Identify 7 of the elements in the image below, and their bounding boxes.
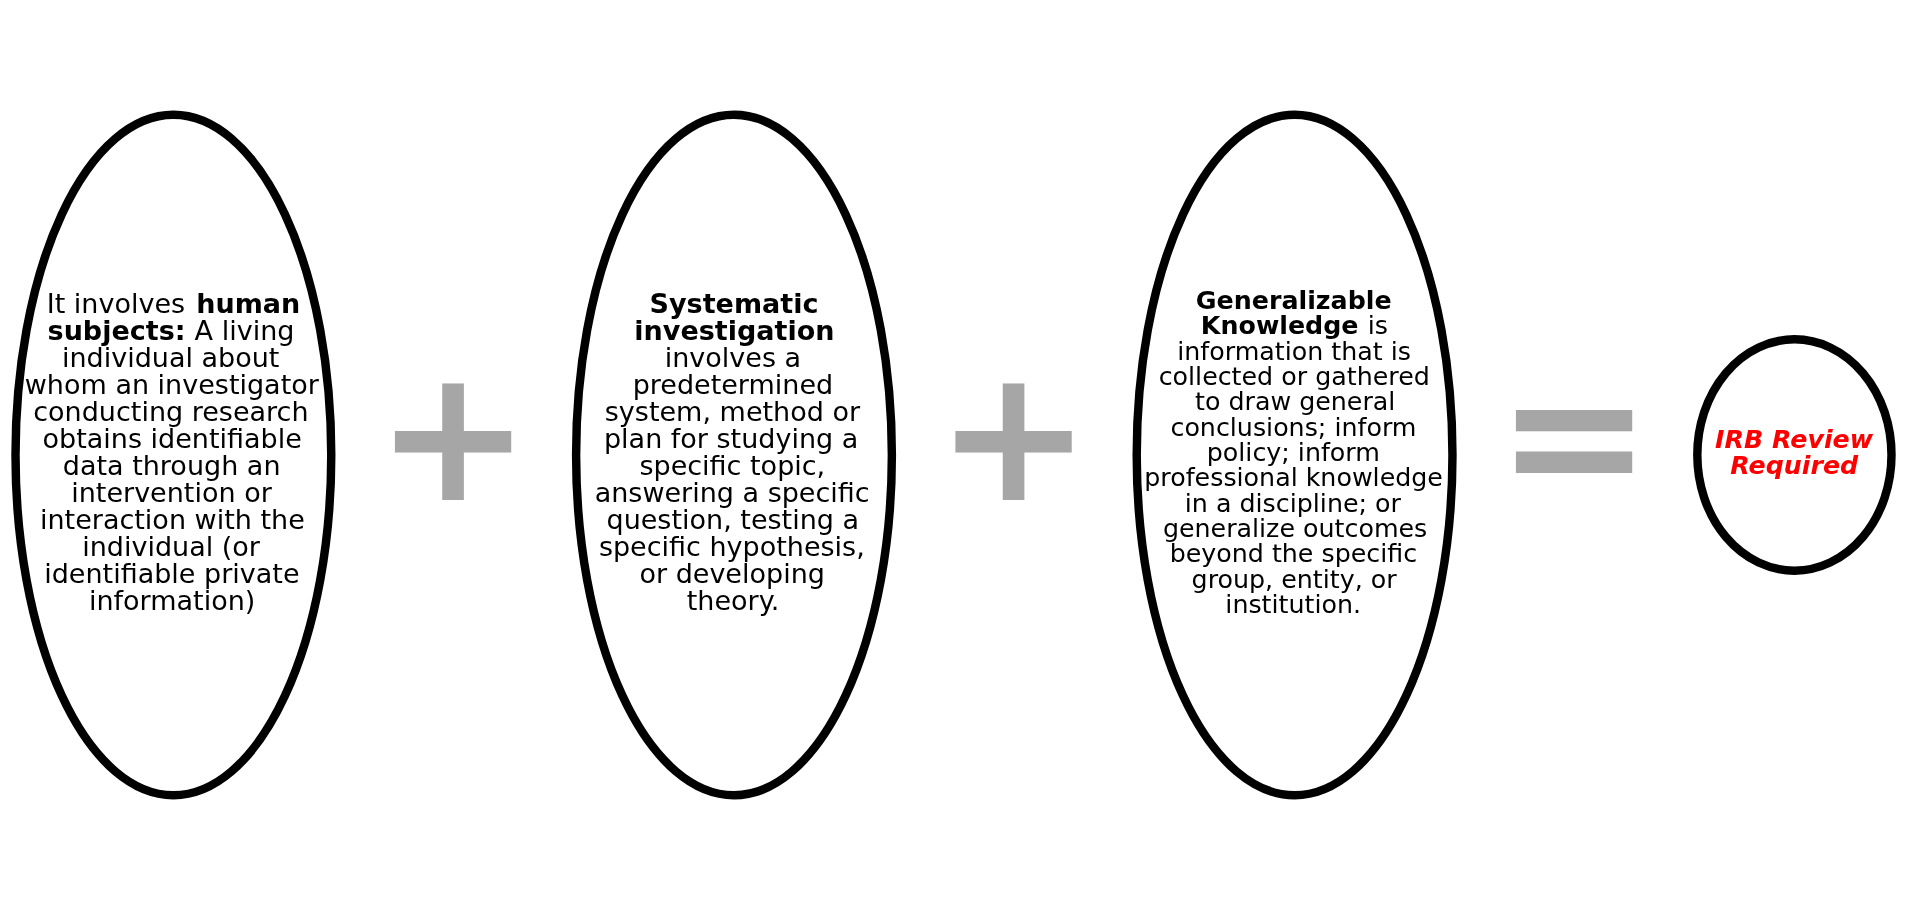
node-ellipse: It involves human subjects: A living individual about whom an investigator conducting research obtains identifiable data through an intervention or interaction with the individual (or identifiable private information): [11, 110, 336, 799]
node-ellipse: Systematic investigation involves a predetermined system, method or plan for studying a specific topic, answering a specific question, testing a specific hypothesis, or developing theory.: [571, 110, 897, 799]
label: +: [935, 327, 1092, 544]
label: =: [1496, 327, 1653, 544]
node-ellipse: IRB Review Required: [1693, 334, 1896, 575]
node-ellipse: Generalizable Knowledge is information that is collected or gathered to draw general conclusions; inform policy; inform professional knowledge in a discipline; or generalize outcomes beyond the specific group, entity, or institution.: [1132, 110, 1457, 799]
label: +: [375, 327, 531, 544]
